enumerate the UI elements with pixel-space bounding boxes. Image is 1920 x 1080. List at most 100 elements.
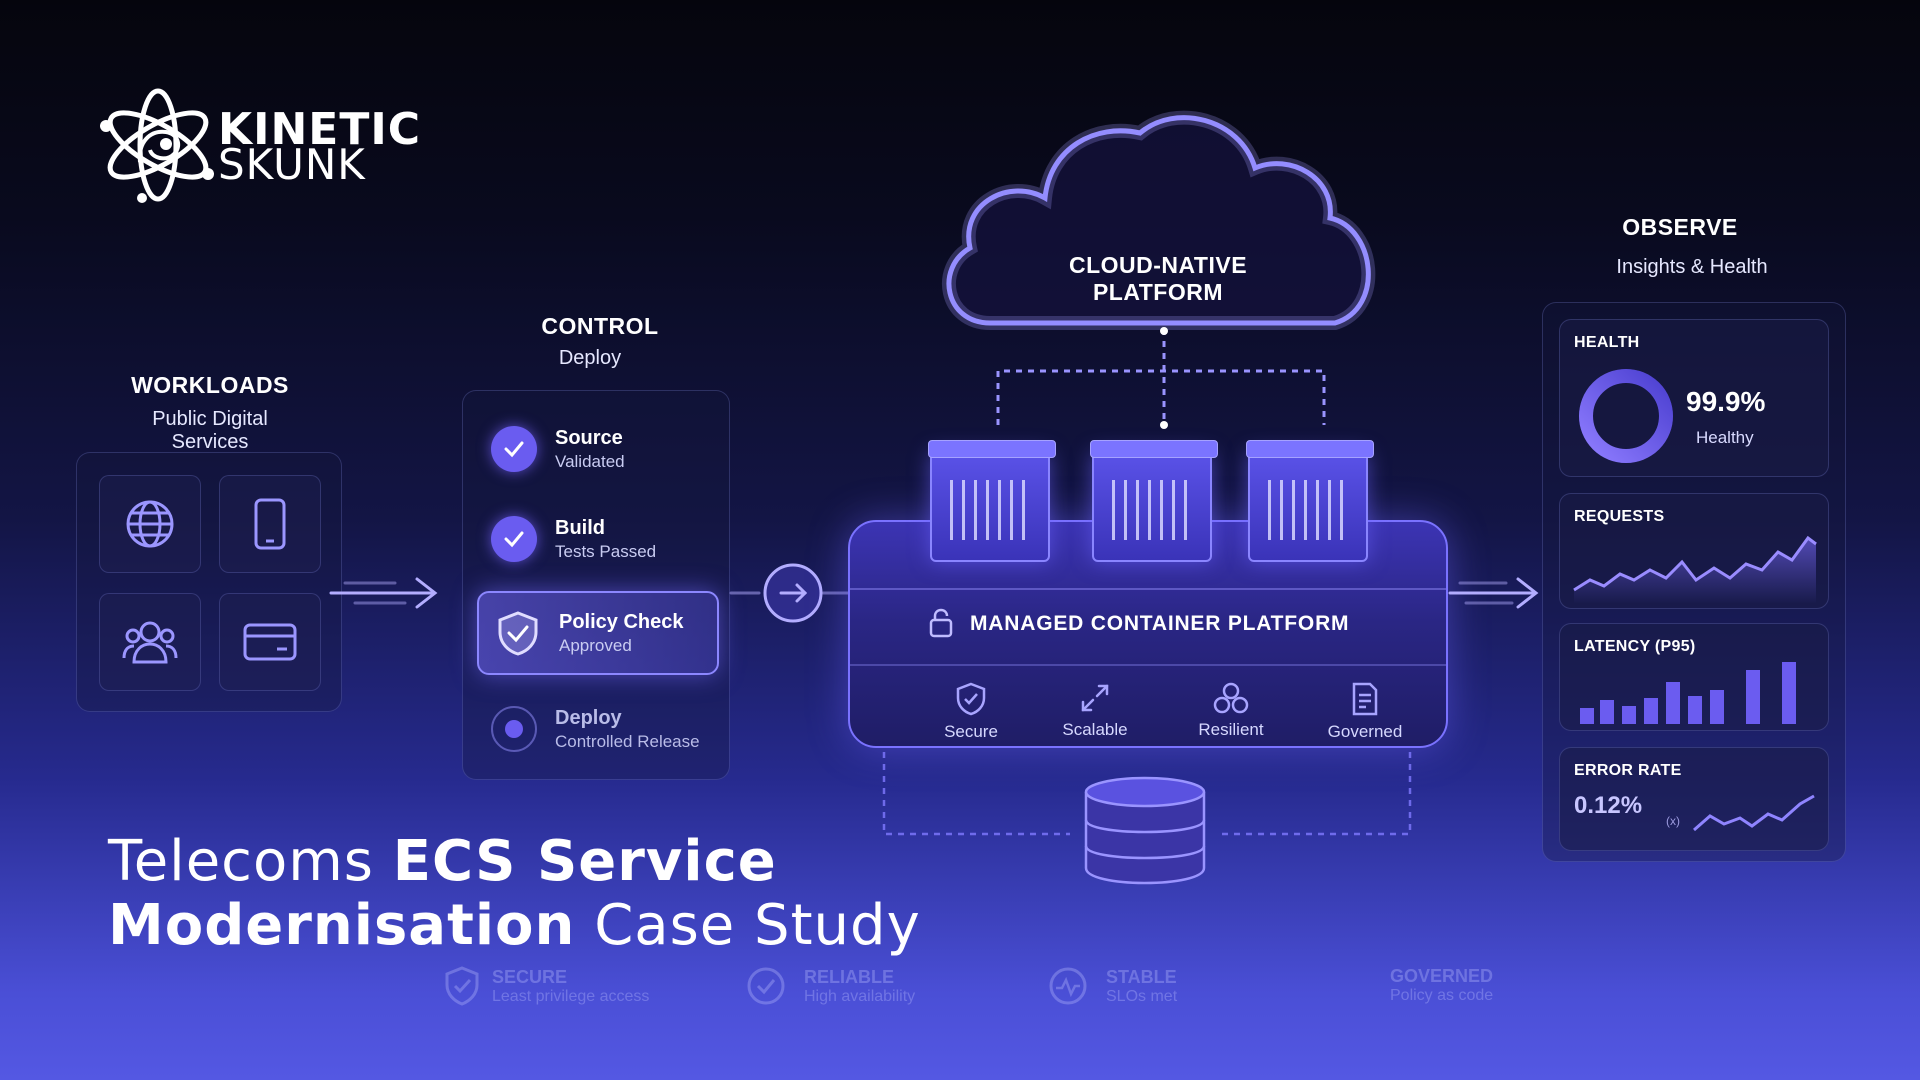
observe-panel: HEALTH 99.9% Healthy REQUESTS LATENC xyxy=(1542,302,1846,862)
check-icon xyxy=(504,531,524,548)
logo: KINETIC SKUNK xyxy=(100,82,430,212)
platform-label: MANAGED CONTAINER PLATFORM xyxy=(970,612,1350,635)
headline-line2-normal: Case Study xyxy=(594,893,921,958)
container-1 xyxy=(928,440,1056,562)
control-pipeline-panel: Source Validated Build Tests Passed Poli… xyxy=(462,390,730,780)
shield-icon xyxy=(956,682,986,716)
value-subtitle: High availability xyxy=(804,987,916,1005)
workload-tile-web[interactable] xyxy=(99,475,201,573)
pipeline-step-deploy[interactable]: Deploy Controlled Release xyxy=(475,687,715,771)
platform-features: Secure Scalable Resilient xyxy=(850,682,1446,748)
value-title: GOVERNED xyxy=(1390,966,1494,986)
cloud-connector-lines xyxy=(996,327,1326,429)
value-subtitle: Policy as code xyxy=(1390,987,1494,1004)
cloud-title-line2: PLATFORM xyxy=(1092,279,1224,305)
metric-title: REQUESTS xyxy=(1574,508,1665,525)
pipeline-step-title: Build xyxy=(555,517,605,539)
latency-bar-chart xyxy=(1580,662,1796,724)
logo-wordmark-top: KINETIC xyxy=(218,104,422,155)
cloud-icon xyxy=(941,110,1376,330)
health-status: Healthy xyxy=(1696,428,1754,447)
value-subtitle: Least privilege access xyxy=(492,987,650,1005)
document-icon xyxy=(1352,682,1378,716)
pipeline-step-source[interactable]: Source Validated xyxy=(475,407,715,491)
shield-check-icon xyxy=(498,611,538,656)
container-2 xyxy=(1090,440,1218,562)
arrow-circle-icon xyxy=(729,563,855,623)
container-3 xyxy=(1246,440,1374,562)
control-subtitle: Deploy xyxy=(558,347,622,369)
observe-title: OBSERVE xyxy=(1622,214,1738,240)
value-stable: STABLE SLOs met xyxy=(1048,966,1177,1006)
headline-line1-normal: Telecoms xyxy=(108,829,374,894)
shield-check-icon xyxy=(445,966,479,1006)
headline-line2: Modernisation Case Study xyxy=(108,894,1108,958)
value-reliable: RELIABLE High availability xyxy=(746,966,915,1006)
value-title: STABLE xyxy=(1106,966,1177,987)
pipeline-step-status: Validated xyxy=(555,452,625,471)
database-connector-lines xyxy=(882,752,1412,836)
workloads-subtitle-line2: Services xyxy=(171,431,249,453)
feature-label: Scalable xyxy=(1062,720,1128,739)
card-icon xyxy=(243,623,297,661)
check-icon xyxy=(504,441,524,458)
feature-governed[interactable]: Governed xyxy=(1300,682,1430,742)
value-governed: GOVERNED Policy as code xyxy=(1390,966,1493,1005)
metric-title: ERROR RATE xyxy=(1574,762,1682,779)
feature-label: Resilient xyxy=(1198,720,1264,739)
metric-card-requests[interactable]: REQUESTS xyxy=(1559,493,1829,609)
metric-title: LATENCY (P95) xyxy=(1574,638,1696,655)
dot-icon xyxy=(505,720,523,738)
workload-tile-payments[interactable] xyxy=(219,593,321,691)
pipeline-step-build[interactable]: Build Tests Passed xyxy=(475,497,715,581)
users-icon xyxy=(122,621,178,664)
arrow-right-icon xyxy=(329,577,438,609)
metric-card-error-rate[interactable]: ERROR RATE 0.12% (x) xyxy=(1559,747,1829,851)
value-title: RELIABLE xyxy=(804,966,894,987)
pipeline-step-status: Approved xyxy=(559,636,632,655)
workload-tile-users[interactable] xyxy=(99,593,201,691)
cloud-title-line1: CLOUD-NATIVE xyxy=(1068,252,1248,278)
workloads-subtitle-line1: Public Digital xyxy=(152,408,268,430)
database-icon xyxy=(1084,776,1206,885)
health-value: 99.9% xyxy=(1686,386,1766,417)
mobile-icon xyxy=(254,498,286,550)
metric-card-health[interactable]: HEALTH 99.9% Healthy xyxy=(1559,319,1829,477)
feature-resilient[interactable]: Resilient xyxy=(1166,682,1296,740)
lock-icon xyxy=(929,608,953,638)
pipeline-step-status: Controlled Release xyxy=(555,732,700,751)
expand-icon xyxy=(1081,684,1109,712)
value-secure: SECURE Least privilege access xyxy=(444,966,649,1006)
feature-label: Secure xyxy=(944,722,998,741)
requests-sparkline xyxy=(1573,535,1817,604)
pulse-icon xyxy=(1049,967,1087,1005)
observe-subtitle: Insights & Health xyxy=(1616,256,1768,278)
error-rate-sparkline xyxy=(1693,794,1815,832)
error-rate-value: 0.12% xyxy=(1574,792,1643,819)
feature-scalable[interactable]: Scalable xyxy=(1030,682,1160,740)
headline-line1-bold: ECS Service xyxy=(392,829,777,894)
feature-label: Governed xyxy=(1327,722,1403,741)
workloads-panel xyxy=(76,452,342,712)
headline: Telecoms ECS Service Modernisation Case … xyxy=(108,830,1108,958)
metric-card-latency[interactable]: LATENCY (P95) xyxy=(1559,623,1829,731)
logo-wordmark-bottom: SKUNK xyxy=(218,140,366,189)
pipeline-step-policy-check[interactable]: Policy Check Approved xyxy=(477,591,719,675)
health-donut xyxy=(1579,369,1673,463)
value-title: SECURE xyxy=(492,966,568,987)
workloads-title: WORKLOADS xyxy=(131,372,289,398)
pipeline-step-status: Tests Passed xyxy=(555,542,657,561)
workload-tile-mobile[interactable] xyxy=(219,475,321,573)
feature-secure[interactable]: Secure xyxy=(906,682,1036,742)
pipeline-step-title: Source xyxy=(555,427,623,449)
arrow-right-icon xyxy=(1448,577,1539,609)
error-rate-note: (x) xyxy=(1666,814,1680,828)
headline-line1: Telecoms ECS Service xyxy=(108,830,1108,894)
globe-icon xyxy=(126,500,174,548)
headline-line2-bold: Modernisation xyxy=(108,893,576,958)
value-subtitle: SLOs met xyxy=(1106,987,1178,1005)
nodes-icon xyxy=(1213,682,1249,714)
metric-title: HEALTH xyxy=(1574,334,1640,351)
pipeline-step-title: Policy Check xyxy=(559,611,684,633)
control-title: CONTROL xyxy=(541,313,659,339)
